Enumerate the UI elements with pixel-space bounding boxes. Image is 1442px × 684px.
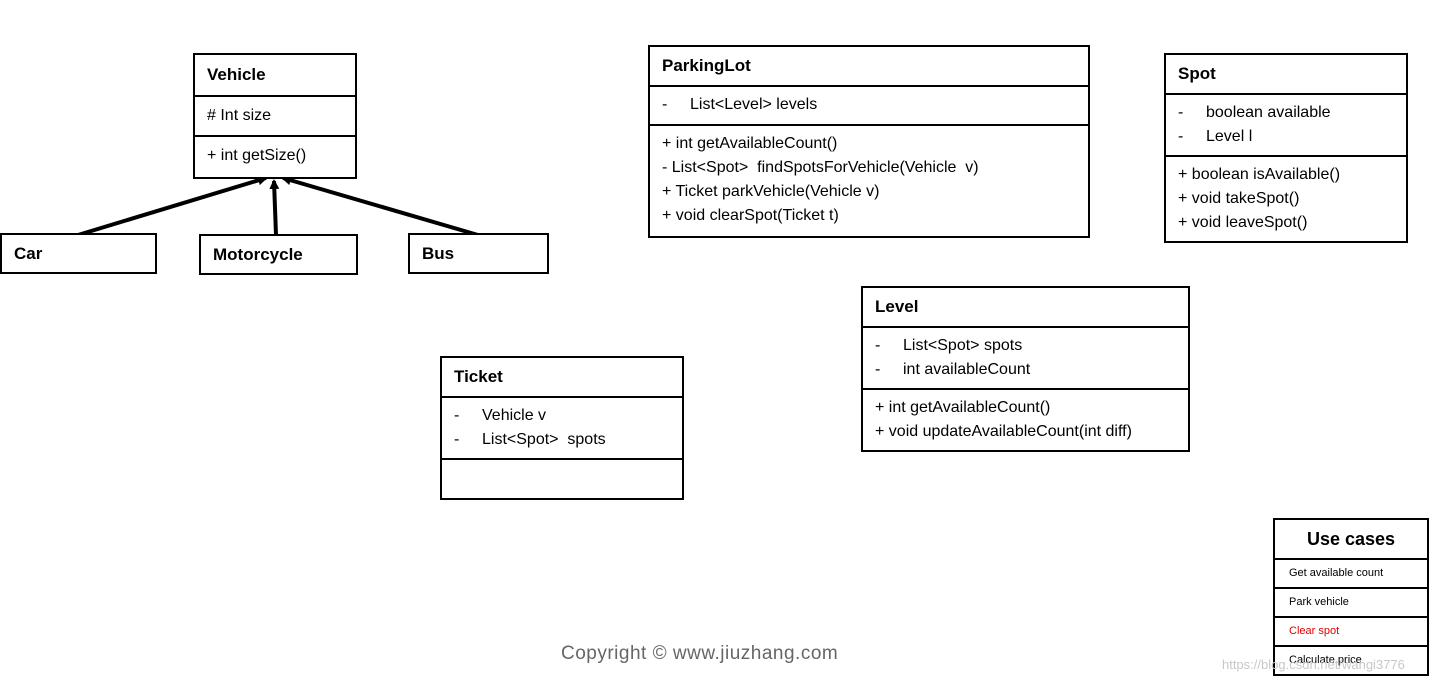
spot-attribute: -boolean available <box>1178 104 1331 121</box>
parking-lot-method: + int getAvailableCount() <box>662 135 838 152</box>
parking-lot-attribute: -List<Level> levels <box>662 96 818 113</box>
level-attribute: -List<Spot> spots <box>875 337 1023 354</box>
ticket-class-name: Ticket <box>442 358 682 398</box>
copyright-text: Copyright © www.jiuzhang.com <box>561 643 839 664</box>
watermark-text: https://blog.csdn.net/wangi3776 <box>1222 657 1405 672</box>
use-cases-title: Use cases <box>1275 520 1427 560</box>
vehicle-class-name: Vehicle <box>195 55 355 97</box>
vehicle-attributes: # Int size <box>195 97 355 137</box>
vehicle-attribute: # Int size <box>207 107 272 124</box>
bus-class: Bus <box>408 233 549 274</box>
car-inherits-arrow <box>77 175 268 237</box>
parking-lot-method: - List<Spot> findSpotsForVehicle(Vehicle… <box>662 159 979 176</box>
spot-method: + boolean isAvailable() <box>1178 166 1341 183</box>
parking-lot-attributes: -List<Level> levels <box>650 87 1088 126</box>
spot-attribute: -Level l <box>1178 128 1253 145</box>
level-method: + void updateAvailableCount(int diff) <box>875 423 1132 440</box>
ticket-attribute: -Vehicle v <box>454 407 547 424</box>
parking-lot-class-name: ParkingLot <box>650 47 1088 87</box>
spot-methods: + boolean isAvailable() + void takeSpot(… <box>1166 157 1406 241</box>
use-cases-table: Use cases Get available count Park vehic… <box>1273 518 1429 676</box>
motorcycle-class: Motorcycle <box>199 234 358 275</box>
spot-class-name: Spot <box>1166 55 1406 95</box>
parking-lot-method: + Ticket parkVehicle(Vehicle v) <box>662 183 880 200</box>
spot-class: Spot -boolean available -Level l + boole… <box>1164 53 1408 243</box>
level-attribute: -int availableCount <box>875 361 1031 378</box>
parking-lot-methods: + int getAvailableCount() - List<Spot> f… <box>650 126 1088 236</box>
level-methods: + int getAvailableCount() + void updateA… <box>863 390 1188 450</box>
ticket-class: Ticket -Vehicle v -List<Spot> spots <box>440 356 684 500</box>
level-attributes: -List<Spot> spots -int availableCount <box>863 328 1188 390</box>
spot-method: + void takeSpot() <box>1178 190 1300 207</box>
motorcycle-inherits-arrow <box>269 179 280 236</box>
use-case-item: Get available count <box>1275 560 1427 589</box>
level-method: + int getAvailableCount() <box>875 399 1051 416</box>
parking-lot-class: ParkingLot -List<Level> levels + int get… <box>648 45 1090 238</box>
use-case-item: Clear spot <box>1275 618 1427 647</box>
spot-method: + void leaveSpot() <box>1178 214 1308 231</box>
level-class-name: Level <box>863 288 1188 328</box>
ticket-attributes: -Vehicle v -List<Spot> spots <box>442 398 682 460</box>
use-case-item: Park vehicle <box>1275 589 1427 618</box>
car-class: Car <box>0 233 157 274</box>
use-case-item: Calculate price <box>1289 654 1362 666</box>
vehicle-method: + int getSize() <box>207 147 307 164</box>
vehicle-methods: + int getSize() <box>195 137 355 177</box>
ticket-methods <box>442 460 682 498</box>
ticket-attribute: -List<Spot> spots <box>454 431 606 448</box>
bus-inherits-arrow <box>281 175 479 237</box>
vehicle-class: Vehicle # Int size + int getSize() <box>193 53 357 179</box>
level-class: Level -List<Spot> spots -int availableCo… <box>861 286 1190 452</box>
parking-lot-method: + void clearSpot(Ticket t) <box>662 207 839 224</box>
spot-attributes: -boolean available -Level l <box>1166 95 1406 157</box>
